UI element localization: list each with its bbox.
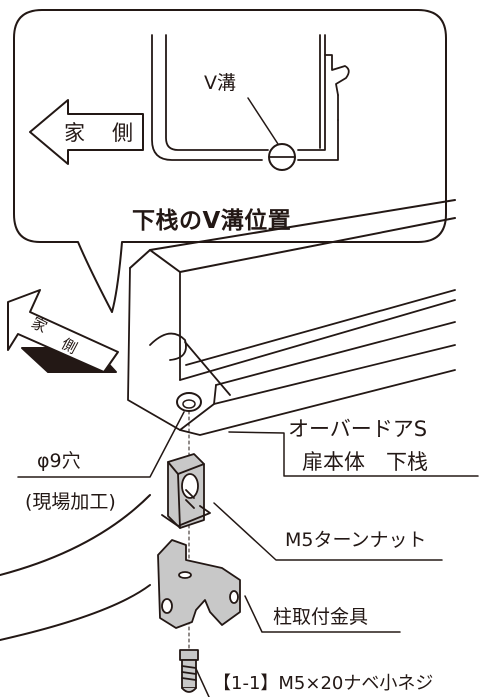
house-side-label-small-2: 側	[112, 121, 133, 145]
house-side-arrow-large	[7, 289, 119, 373]
hand-guide-curve-2	[0, 584, 151, 641]
product-leader	[228, 431, 479, 477]
bracket-label: 柱取付金具	[273, 606, 369, 628]
house-side-label-small-1: 家	[64, 121, 85, 145]
callout-title: 下栈のV溝位置	[132, 208, 292, 234]
turnnut-leader	[213, 502, 443, 561]
hand-guide-curve-1	[0, 494, 151, 576]
m5-turn-nut	[161, 453, 211, 529]
m5-pan-head-screw	[179, 649, 199, 693]
product-label-line1: オーバードアS	[288, 417, 428, 441]
column-mounting-bracket	[157, 539, 241, 629]
hole-leader	[17, 411, 185, 478]
bracket-leader	[244, 595, 401, 633]
hole-label-line1: φ9穴	[37, 450, 81, 472]
v-groove-leader	[247, 97, 279, 145]
callout-section-drawing	[151, 34, 350, 161]
hole-label-line2: (現場加工)	[25, 491, 116, 513]
bottom-rail	[127, 199, 456, 436]
house-side-arrow-small	[29, 99, 144, 165]
callout-bubble	[13, 9, 447, 313]
screw-label: 【1-1】M5×20ナベ小ネジ	[213, 673, 434, 694]
product-label-line2: 扉本体 下栈	[302, 450, 428, 474]
turn-nut-label: M5ターンナット	[285, 529, 427, 551]
v-groove-label: V溝	[204, 72, 236, 94]
